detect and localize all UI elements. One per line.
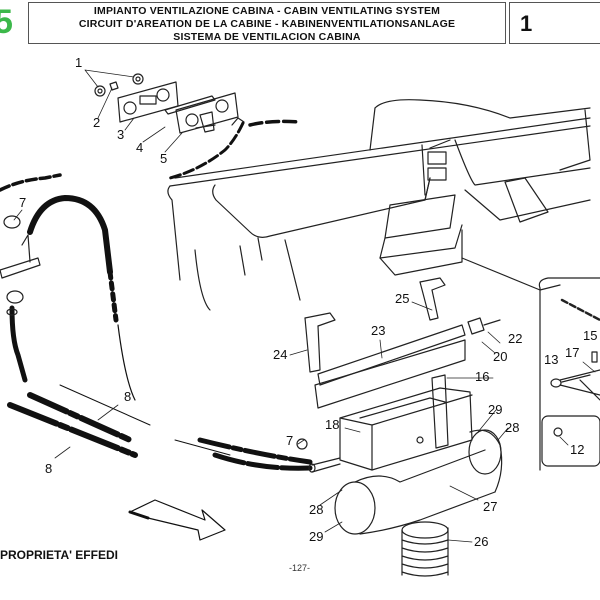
callout-2: 2 <box>93 115 101 130</box>
callout-29-left: 29 <box>309 529 324 544</box>
dashboard-outline <box>167 99 591 311</box>
ownership-notice: PROPRIETA' EFFEDI <box>0 548 118 562</box>
callout-5: 5 <box>160 151 168 166</box>
callout-26: 26 <box>474 534 489 549</box>
control-panel-assembly <box>94 73 245 134</box>
callout-15: 15 <box>583 328 598 343</box>
callout-16: 16 <box>475 369 490 384</box>
callout-17: 17 <box>565 345 580 360</box>
callout-20: 20 <box>493 349 508 364</box>
callout-3: 3 <box>117 127 125 142</box>
callout-25: 25 <box>395 291 410 306</box>
callout-7-right: 7 <box>286 433 294 448</box>
page-number: -127- <box>289 563 311 573</box>
left-fitting <box>0 215 41 316</box>
air-ducts <box>296 429 503 535</box>
callout-24: 24 <box>273 347 288 362</box>
callout-27: 27 <box>483 499 498 514</box>
detail-panel <box>538 277 600 471</box>
heater-unit <box>339 374 473 471</box>
callout-4: 4 <box>136 140 144 155</box>
flex-hose <box>401 521 449 577</box>
leader-lines <box>13 69 596 543</box>
callout-18: 18 <box>325 417 340 432</box>
callout-7-left: 7 <box>19 195 27 210</box>
title-line-3: SISTEMA DE VENTILACION CABINA <box>173 31 361 43</box>
callout-22: 22 <box>508 331 523 346</box>
bracket-assembly <box>304 277 501 409</box>
callout-28-left: 28 <box>309 502 324 517</box>
title-line-2: CIRCUIT D'AREATION DE LA CABINE - KABINE… <box>78 18 456 30</box>
callout-13: 13 <box>544 352 559 367</box>
page-ref: 1 <box>520 11 533 36</box>
callout-12: 12 <box>570 442 585 457</box>
callout-29-right: 29 <box>488 402 503 417</box>
callout-8-upper: 8 <box>124 389 132 404</box>
section-number: 5 <box>0 3 13 41</box>
callout-8-lower: 8 <box>45 461 53 476</box>
arrow-right-icon <box>128 499 226 541</box>
title-line-1: IMPIANTO VENTILAZIONE CABINA - CABIN VEN… <box>93 5 441 17</box>
callout-1: 1 <box>75 55 83 70</box>
callout-23: 23 <box>371 323 386 338</box>
hoses <box>0 119 313 471</box>
page-ref-box: 1 <box>509 2 600 44</box>
page-title-box: IMPIANTO VENTILAZIONE CABINA - CABIN VEN… <box>28 2 506 44</box>
callout-28-right: 28 <box>505 420 520 435</box>
